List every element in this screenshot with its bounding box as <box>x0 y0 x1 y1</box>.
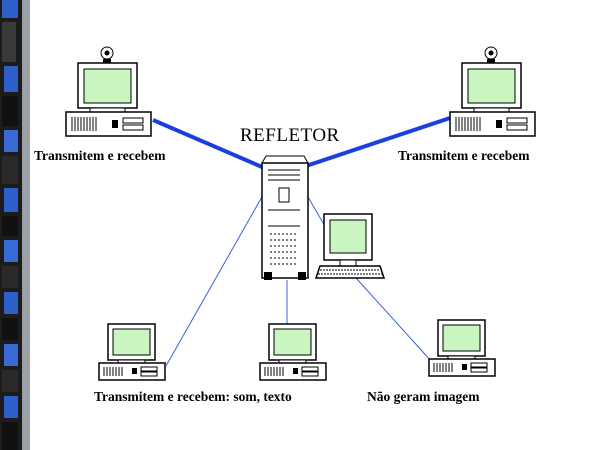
webcam-icon <box>100 46 114 63</box>
reflector-workstation <box>314 213 386 279</box>
crt-monitor-icon <box>77 62 138 113</box>
computer-bottom-center <box>259 323 327 381</box>
bottom-left-label: Transmitem e recebem: som, texto <box>94 389 292 404</box>
slide-edge-bar <box>22 0 30 450</box>
desktop-case-icon <box>449 111 536 137</box>
thick-link-top-right <box>302 116 451 169</box>
crt-monitor-icon <box>461 62 522 113</box>
connection-links <box>152 116 451 367</box>
crt-monitor-icon <box>268 323 317 364</box>
computer-bottom-right <box>428 319 496 377</box>
computer-bottom-left <box>98 323 166 381</box>
thin-link-bottom-left <box>165 194 264 367</box>
webcam-icon <box>484 46 498 63</box>
thin-link-bottom-right <box>355 277 433 363</box>
decorative-side-stripe <box>0 0 22 450</box>
tower-server-icon <box>261 155 309 280</box>
computer-top-right <box>449 46 536 137</box>
desktop-case-icon <box>65 111 152 137</box>
desktop-case-icon <box>428 358 496 377</box>
crt-monitor-icon <box>437 319 486 360</box>
reflector-label: REFLETOR <box>240 125 340 146</box>
thick-link-top-left <box>152 118 263 169</box>
top-right-label: Transmitem e recebem <box>398 148 530 163</box>
crt-monitor-icon <box>107 323 156 364</box>
bottom-right-label: Não geram imagem <box>367 389 480 404</box>
desktop-case-icon <box>259 362 327 381</box>
top-left-label: Transmitem e recebem <box>34 148 166 163</box>
crt-monitor-icon <box>323 213 373 267</box>
keyboard-icon <box>314 265 386 279</box>
desktop-case-icon <box>98 362 166 381</box>
computer-top-left <box>65 46 152 137</box>
